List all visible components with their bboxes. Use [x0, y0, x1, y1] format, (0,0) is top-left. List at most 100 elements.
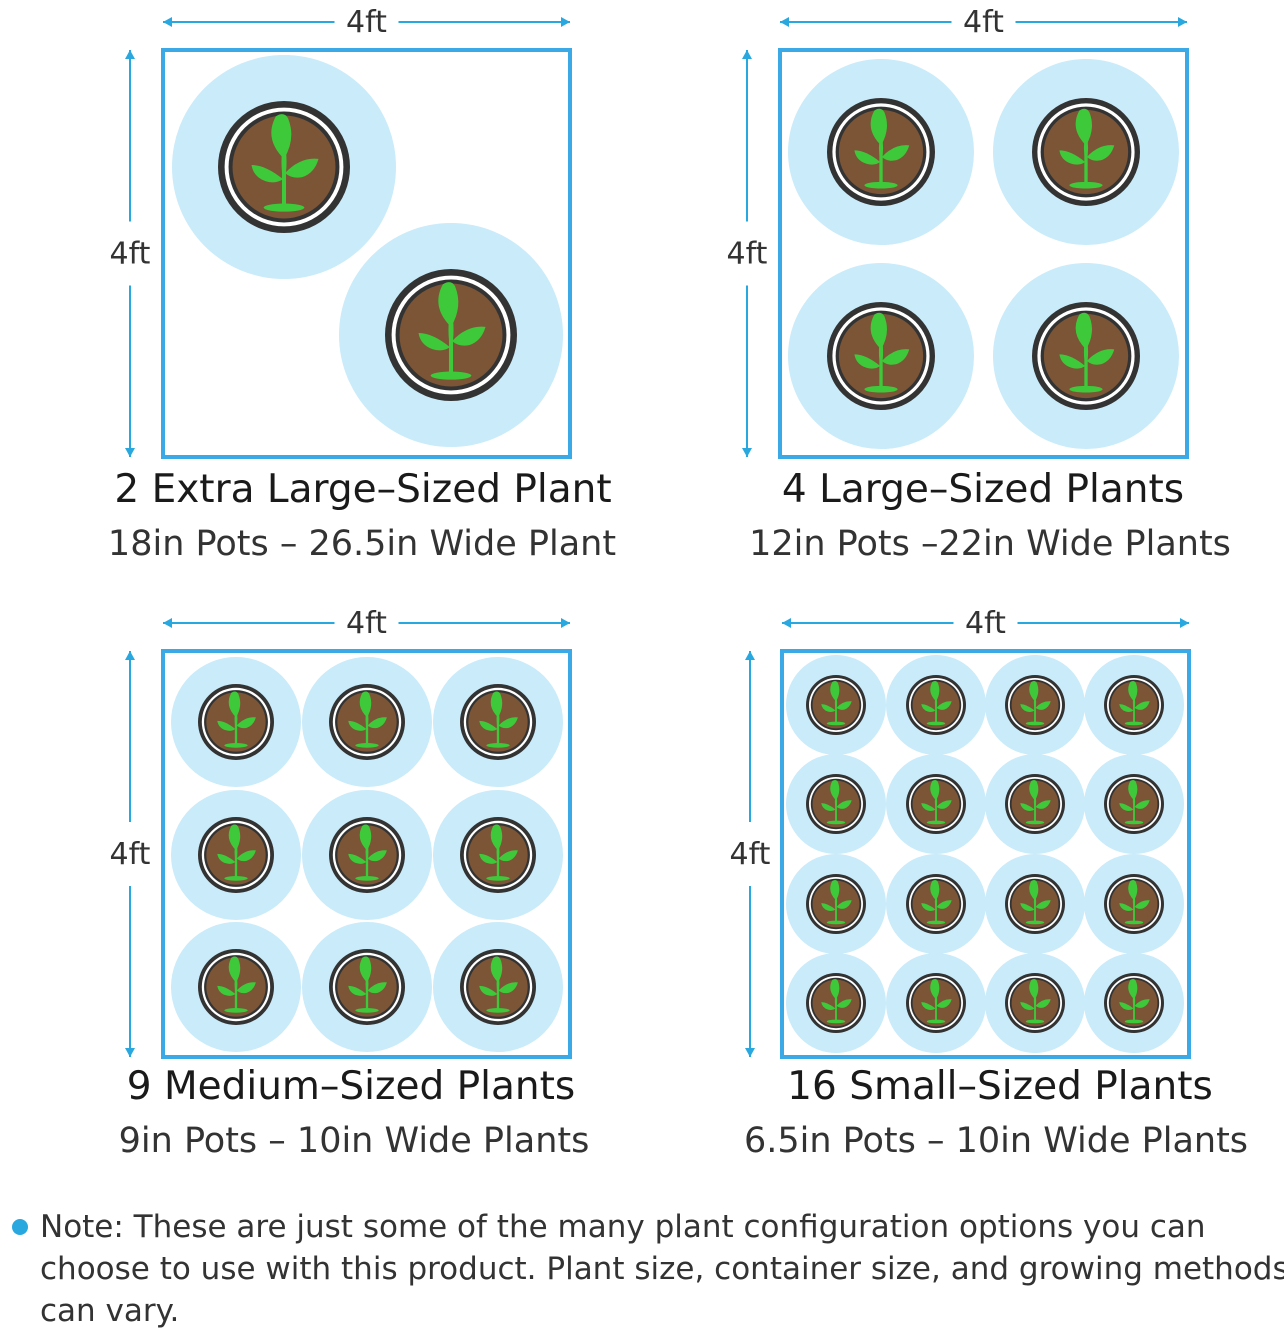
width-label: 4ft [346, 606, 387, 641]
arrow-down-icon [745, 1048, 755, 1057]
height-label: 4ft [730, 837, 771, 872]
plant-pot [171, 790, 301, 920]
arrow-up-icon [125, 651, 135, 660]
plant-pot [1084, 854, 1184, 954]
seedling-icon [1020, 978, 1051, 1024]
seedling-icon [821, 779, 852, 825]
seedling-icon [217, 691, 256, 748]
grow-area-panel-3: 4ft 4ft [110, 606, 572, 1059]
seedling-icon [479, 824, 518, 881]
arrow-left-icon [782, 618, 791, 628]
note-text: Note: These are just some of the many pl… [40, 1209, 1284, 1329]
panel-1-title: 2 Extra Large–Sized Plant [114, 467, 612, 512]
seedling-icon [1059, 108, 1115, 189]
plant-pot [433, 790, 563, 920]
plant-pot [985, 655, 1085, 755]
plant-pot [786, 953, 886, 1053]
seedling-icon [854, 108, 910, 189]
seedling-icon [821, 978, 852, 1024]
seedling-icon [921, 680, 952, 726]
plant-pot [302, 922, 432, 1052]
grow-area-panel-1: 4ft 4ft [110, 5, 572, 459]
seedling-icon [1119, 879, 1150, 925]
arrow-right-icon [1180, 618, 1189, 628]
arrow-right-icon [561, 618, 570, 628]
grow-area-panel-2: 4ft 4ft [727, 5, 1189, 459]
plant-pot [1084, 754, 1184, 854]
seedling-icon [1119, 680, 1150, 726]
plant-pot [786, 854, 886, 954]
seedling-icon [1020, 779, 1051, 825]
plant-pot [886, 754, 986, 854]
plant-pot [985, 754, 1085, 854]
panel-2-title: 4 Large–Sized Plants [781, 467, 1185, 512]
arrow-down-icon [125, 1048, 135, 1057]
arrow-down-icon [742, 448, 752, 457]
plant-pot [993, 263, 1179, 449]
arrow-left-icon [163, 618, 172, 628]
panel-3-subtitle: 9in Pots – 10in Wide Plants [118, 1121, 590, 1161]
seedling-icon [1119, 779, 1150, 825]
arrow-up-icon [125, 50, 135, 59]
plant-pot [788, 59, 974, 245]
plant-configuration-diagram: 4ft 4ft 4ft 4ft 4ft 4ft 4ft 4ft [110, 5, 1191, 1059]
plant-pot [433, 922, 563, 1052]
width-label: 4ft [346, 5, 387, 40]
panel-2-subtitle: 12in Pots –22in Wide Plants [749, 524, 1231, 564]
note-bullet-icon [12, 1219, 28, 1235]
seedling-icon [217, 824, 256, 881]
arrow-right-icon [561, 17, 570, 27]
panel-3-title: 9 Medium–Sized Plants [126, 1064, 576, 1109]
seedling-icon [854, 312, 910, 393]
width-label: 4ft [965, 606, 1006, 641]
plant-pot [302, 657, 432, 787]
plant-pot [302, 790, 432, 920]
plant-pot [886, 854, 986, 954]
grow-area-panel-4: 4ft 4ft [730, 606, 1191, 1059]
seedling-icon [479, 956, 518, 1013]
seedling-icon [821, 680, 852, 726]
seedling-icon [921, 779, 952, 825]
height-label: 4ft [110, 237, 151, 272]
seedling-icon [418, 282, 486, 380]
height-label: 4ft [727, 237, 768, 272]
plant-pot [788, 263, 974, 449]
arrow-right-icon [1178, 17, 1187, 27]
width-label: 4ft [963, 5, 1004, 40]
seedling-icon [921, 879, 952, 925]
plant-pot [886, 655, 986, 755]
arrow-up-icon [742, 50, 752, 59]
panel-4-title: 16 Small–Sized Plants [787, 1064, 1213, 1109]
seedling-icon [479, 691, 518, 748]
seedling-icon [1059, 312, 1115, 393]
plant-pot [786, 754, 886, 854]
seedling-icon [921, 978, 952, 1024]
plant-pot [1084, 953, 1184, 1053]
plant-pot [985, 953, 1085, 1053]
plant-pot [993, 59, 1179, 245]
height-label: 4ft [110, 837, 151, 872]
plant-pot [1084, 655, 1184, 755]
plant-pot [433, 657, 563, 787]
seedling-icon [348, 691, 387, 748]
plant-pot [786, 655, 886, 755]
seedling-icon [348, 956, 387, 1013]
seedling-icon [821, 879, 852, 925]
plant-pot [886, 953, 986, 1053]
plant-pot [339, 223, 563, 447]
plant-pot [171, 922, 301, 1052]
seedling-icon [1020, 680, 1051, 726]
plant-pot [985, 854, 1085, 954]
seedling-icon [348, 824, 387, 881]
arrow-left-icon [780, 17, 789, 27]
panel-1-subtitle: 18in Pots – 26.5in Wide Plant [107, 524, 617, 564]
arrow-down-icon [125, 448, 135, 457]
seedling-icon [1020, 879, 1051, 925]
seedling-icon [217, 956, 256, 1013]
arrow-up-icon [745, 651, 755, 660]
plant-pot [171, 657, 301, 787]
seedling-icon [1119, 978, 1150, 1024]
seedling-icon [251, 114, 319, 212]
arrow-left-icon [163, 17, 172, 27]
plant-pot [172, 55, 396, 279]
